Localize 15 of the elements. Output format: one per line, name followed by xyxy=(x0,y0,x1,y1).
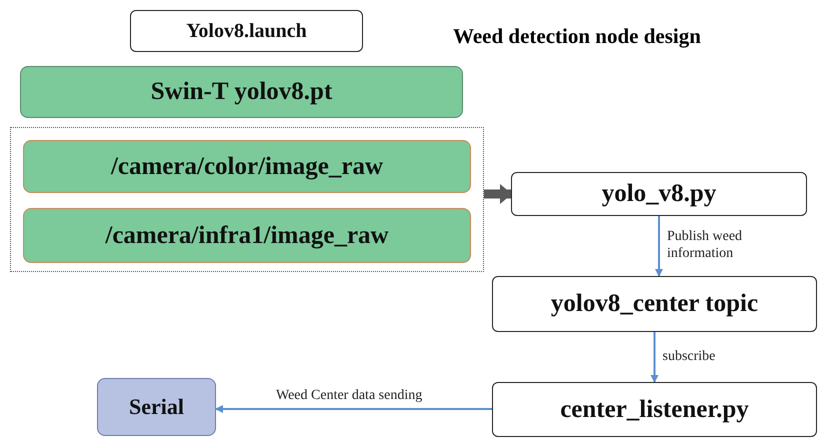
arrow xyxy=(484,184,512,204)
arrow xyxy=(650,332,658,383)
script-box: yolo_v8.py xyxy=(511,172,807,216)
edge-label: Weed Center data sending xyxy=(276,387,422,404)
model-box: Swin-T yolov8.pt xyxy=(20,66,463,118)
arrow xyxy=(215,405,492,413)
arrow xyxy=(655,216,663,277)
launch-file-box: Yolov8.launch xyxy=(130,10,363,52)
topic-box: yolov8_center topic xyxy=(492,276,817,332)
script-box: center_listener.py xyxy=(492,382,817,437)
topic-box: /camera/infra1/image_raw xyxy=(23,208,471,263)
diagram-title: Weed detection node design xyxy=(453,24,701,49)
output-box: Serial xyxy=(97,378,216,436)
topic-box: /camera/color/image_raw xyxy=(23,140,471,193)
group-box xyxy=(10,127,484,272)
